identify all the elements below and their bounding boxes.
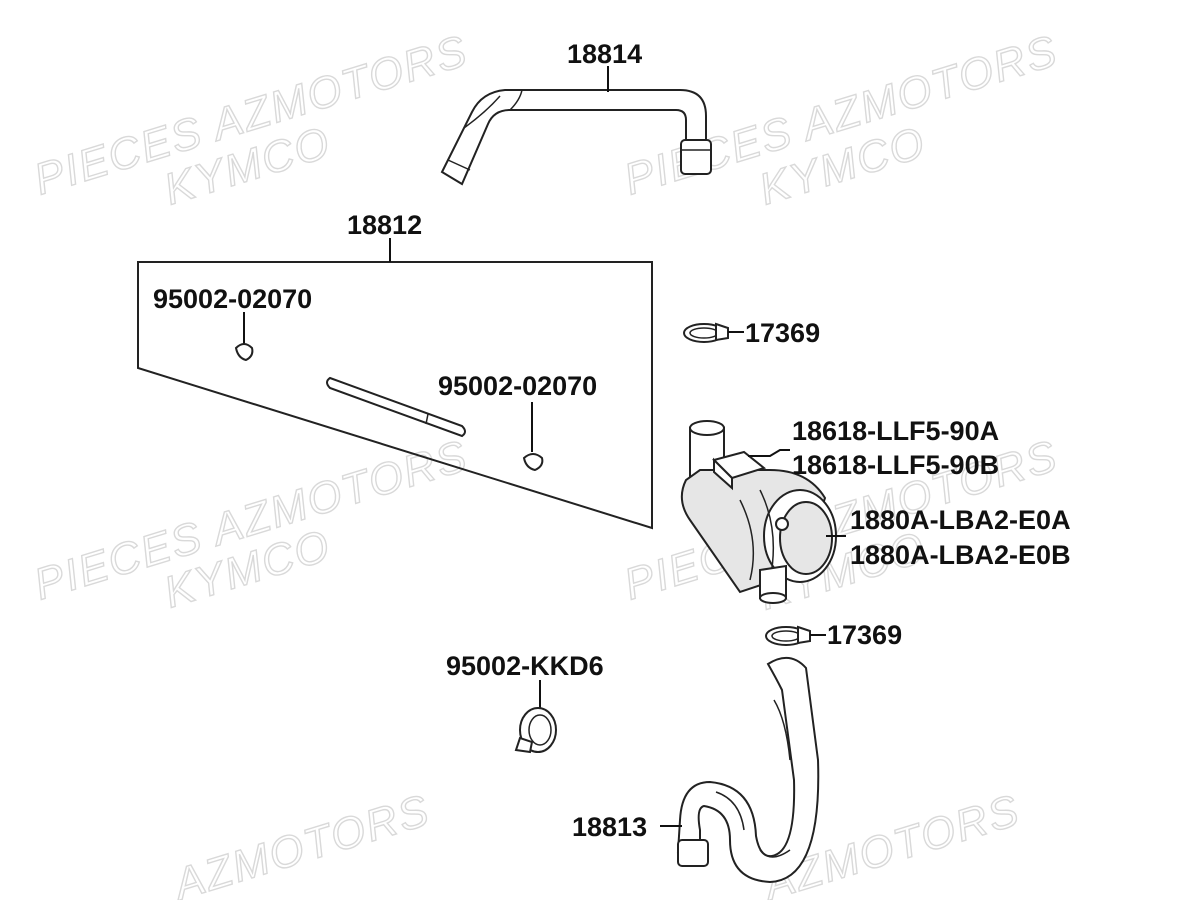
label-band-clamp: 95002-KKD6	[446, 651, 604, 681]
label-valve-1: 18618-LLF5-90A	[792, 416, 999, 446]
clamp-17369-top: 17369	[683, 318, 820, 348]
hose-18813-cuff	[677, 839, 709, 867]
label-18814: 18814	[567, 39, 642, 69]
label-valve-2: 18618-LLF5-90B	[792, 450, 999, 480]
label-filter-2: 1880A-LBA2-E0B	[850, 540, 1071, 570]
air-filter-assembly: 18618-LLF5-90A 18618-LLF5-90B 1880A-LBA2…	[680, 416, 1071, 604]
label-filter-1: 1880A-LBA2-E0A	[850, 505, 1071, 535]
label-18813: 18813	[572, 812, 647, 842]
label-clamp-bottom: 17369	[827, 620, 902, 650]
watermark: AZMOTORS	[166, 785, 436, 900]
clamp-17369-bottom: 17369	[765, 620, 902, 650]
kit-18812: 18812 95002-02070 95002-02070	[137, 210, 653, 530]
hose-18814-cuff	[680, 139, 712, 175]
kit-tube	[326, 376, 466, 438]
label-clip-b: 95002-02070	[438, 371, 597, 401]
band-clamp-95002-kkd6: 95002-KKD6	[446, 651, 604, 754]
clip-95002-02070-a	[234, 343, 254, 362]
kit-panel-outline	[137, 261, 653, 530]
hose-18813: 18813	[572, 657, 820, 884]
label-18812: 18812	[347, 210, 422, 240]
label-clamp-top: 17369	[745, 318, 820, 348]
hose-18814: 18814	[440, 39, 712, 186]
label-clip-a: 95002-02070	[153, 284, 312, 314]
clip-95002-02070-b	[522, 453, 544, 472]
